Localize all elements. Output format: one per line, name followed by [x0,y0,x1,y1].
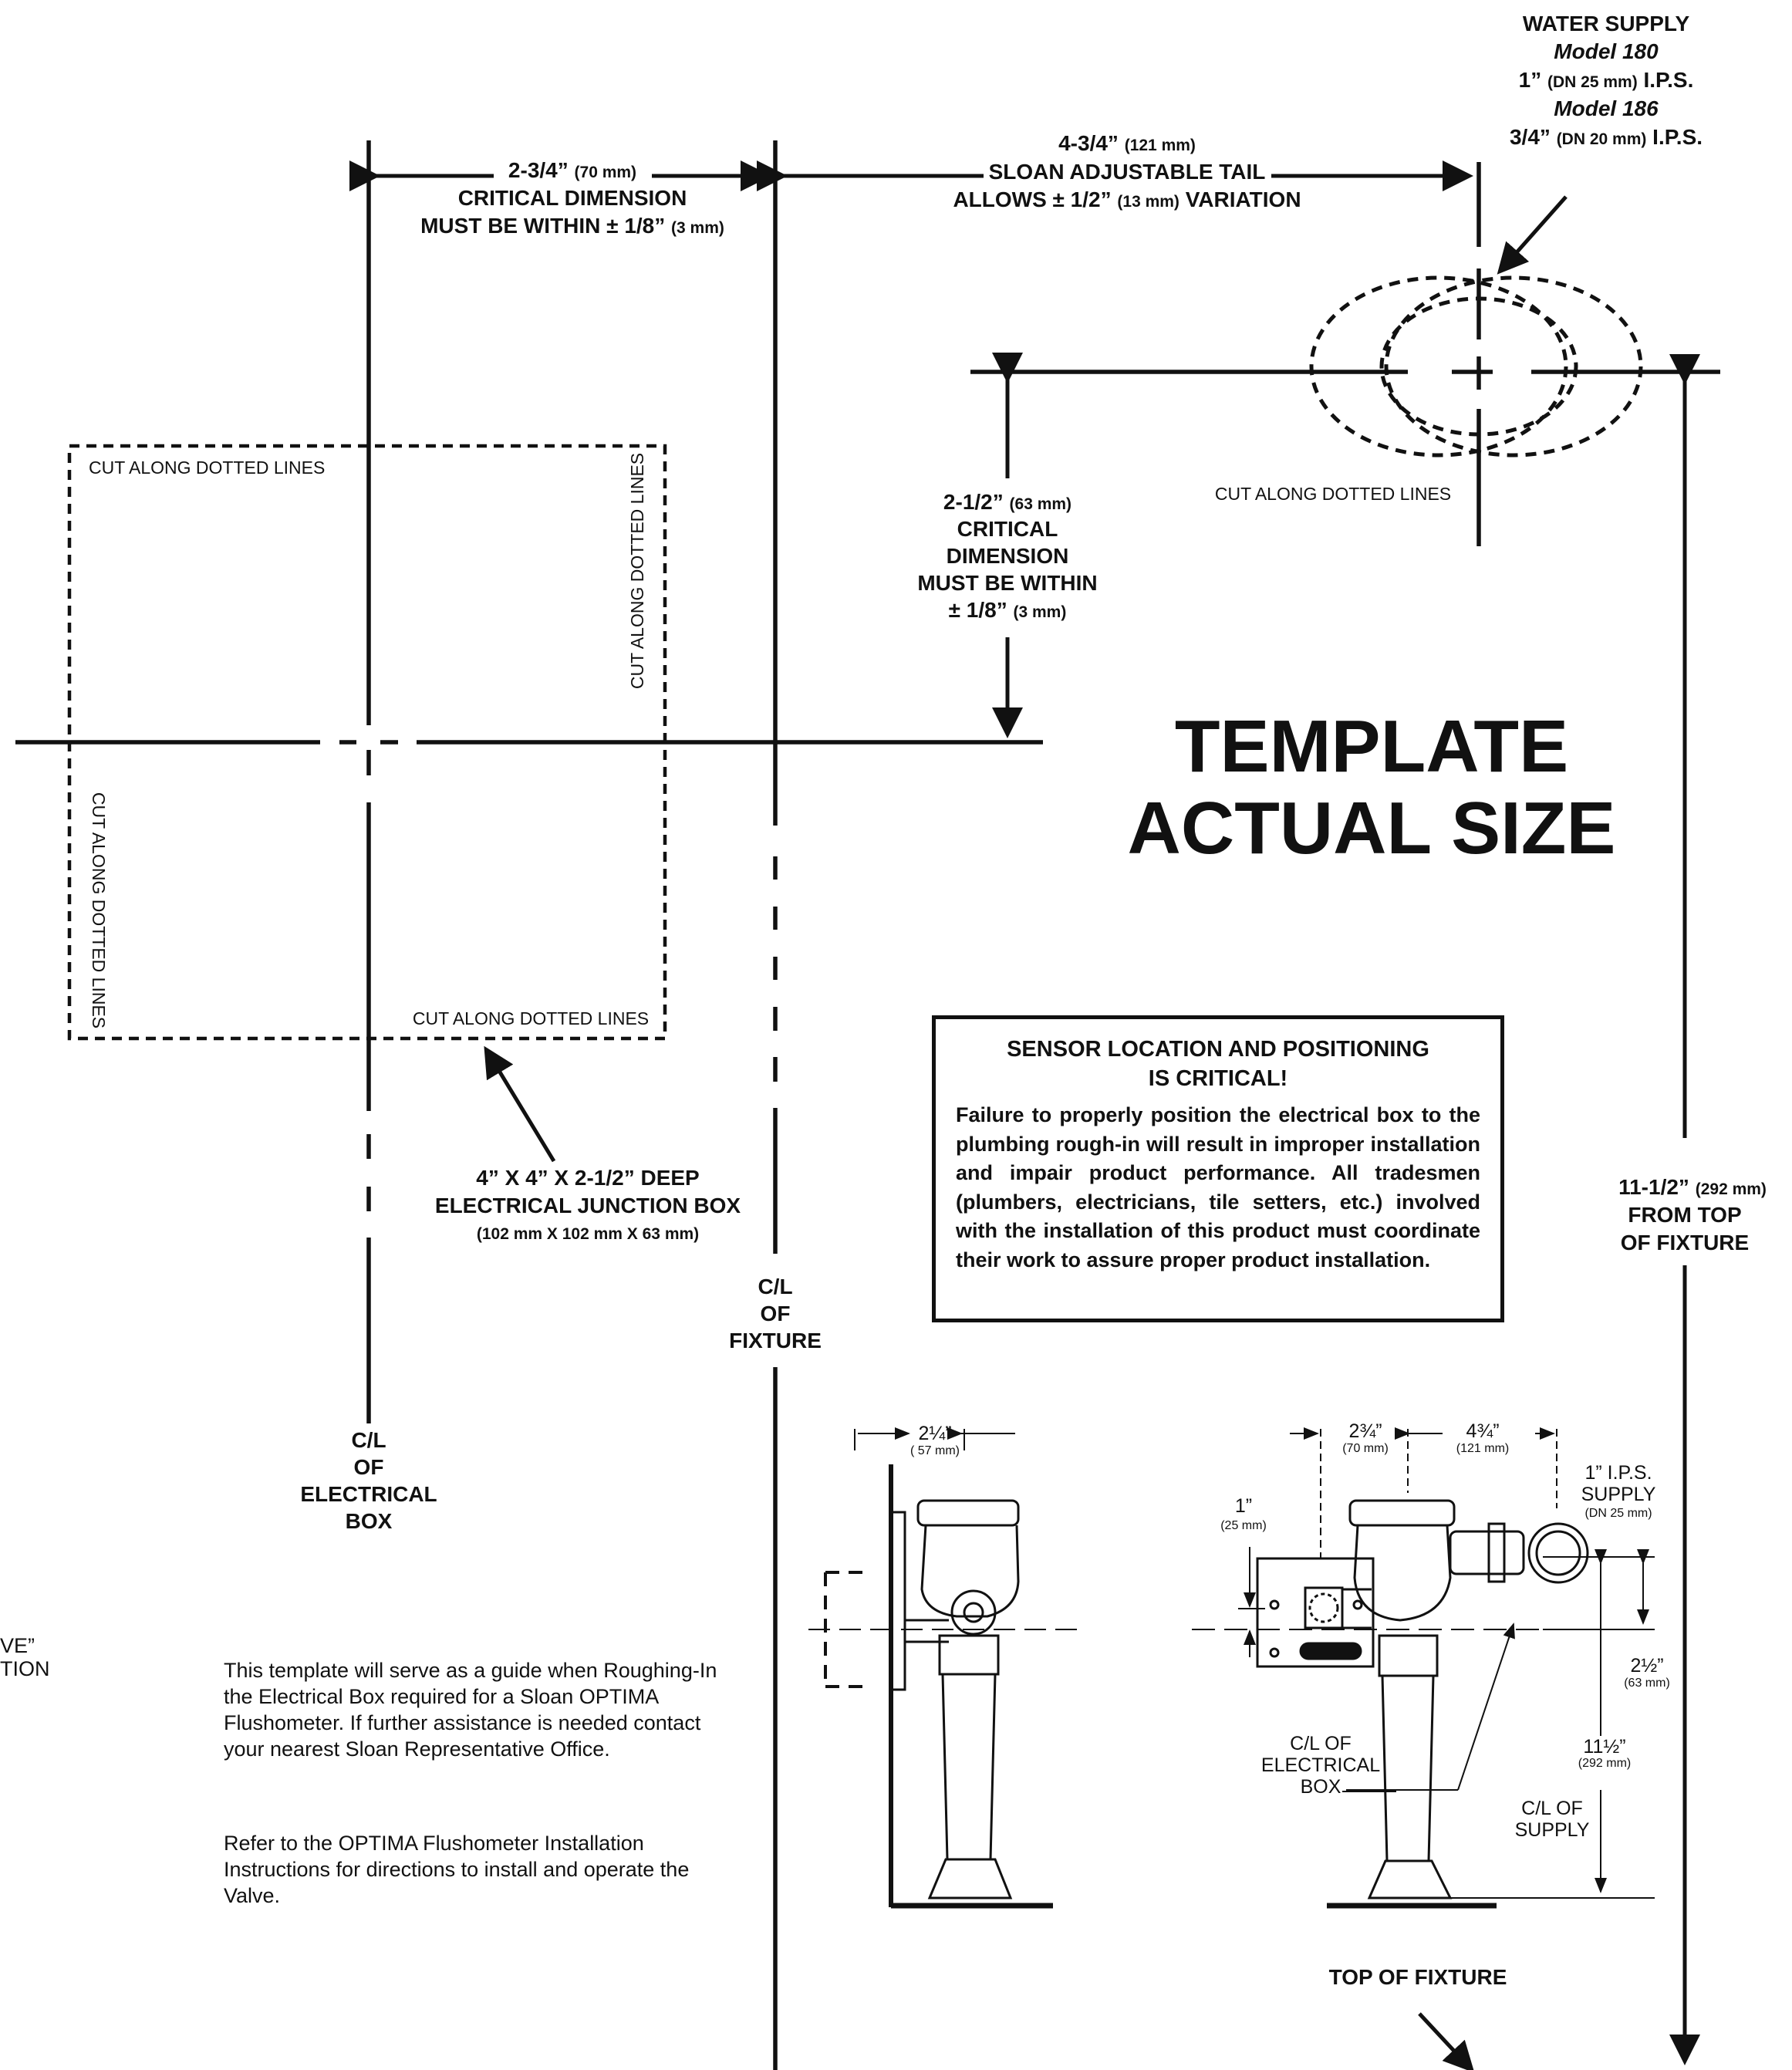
svg-text:OF: OF [761,1302,791,1325]
svg-text:(25 mm): (25 mm) [1220,1519,1267,1532]
svg-text:TEMPLATE: TEMPLATE [1175,705,1568,788]
svg-text:(121 mm): (121 mm) [1456,1442,1509,1455]
junction-box-label: 4” X 4” X 2-1/2” DEEP ELECTRICAL JUNCTIO… [435,1166,741,1243]
front-view-labels: 2¾” (70 mm) 4¾” (121 mm) 1” (25 mm) 1” I… [1220,1420,1670,1841]
svg-text:1”: 1” [1235,1495,1252,1517]
svg-text:CRITICAL: CRITICAL [957,517,1058,541]
svg-text:± 1/8” (3 mm): ± 1/8” (3 mm) [949,598,1067,622]
template-title: TEMPLATE ACTUAL SIZE [1128,705,1616,870]
svg-text:2-1/2” (63 mm): 2-1/2” (63 mm) [943,490,1071,514]
notice-title-line2: IS CRITICAL! [1148,1066,1288,1091]
svg-text:OF FIXTURE: OF FIXTURE [1621,1231,1749,1254]
svg-text:ACTUAL SIZE: ACTUAL SIZE [1128,787,1616,870]
svg-text:(292 mm): (292 mm) [1578,1757,1631,1770]
svg-text:VE”: VE” [0,1634,35,1657]
svg-text:C/L: C/L [351,1428,386,1452]
dim-box-to-fixture-label: 2-3/4” (70 mm) CRITICAL DIMENSION MUST B… [420,158,724,238]
cl-fixture-label: C/L OF FIXTURE [729,1275,822,1352]
svg-text:C/L OF: C/L OF [1521,1798,1583,1819]
instructions-paragraph: Refer to the OPTIMA Flushometer Installa… [224,1832,690,1907]
svg-text:11-1/2” (292 mm): 11-1/2” (292 mm) [1618,1175,1767,1199]
from-top-label: 11-1/2” (292 mm) FROM TOP OF FIXTURE [1618,1175,1767,1254]
water-supply-size-b: 3/4” (DN 20 mm) I.P.S. [1510,125,1703,149]
svg-text:ELECTRICAL JUNCTION BOX: ELECTRICAL JUNCTION BOX [435,1194,741,1217]
notice-title-line1: SENSOR LOCATION AND POSITIONING [1007,1037,1429,1062]
svg-text:2¼”: 2¼” [918,1423,951,1444]
svg-text:FIXTURE: FIXTURE [729,1329,822,1352]
dim-fixture-to-supply-label: 4-3/4” (121 mm) SLOAN ADJUSTABLE TAIL AL… [953,131,1301,211]
water-supply-label: WATER SUPPLY Model 180 1” (DN 25 mm) I.P… [1510,12,1703,149]
svg-text:BOX: BOX [346,1509,393,1533]
svg-text:SUPPLY: SUPPLY [1581,1484,1656,1505]
svg-text:ALLOWS ± 1/2” (13 mm) VARIATIO: ALLOWS ± 1/2” (13 mm) VARIATION [953,187,1301,211]
junction-box-cutout [67,444,667,1041]
cut-label-box-top: CUT ALONG DOTTED LINES [89,458,325,478]
svg-text:BOX: BOX [1301,1776,1341,1798]
notice-body: Failure to properly position the electri… [956,1103,1480,1271]
svg-text:4¾”: 4¾” [1466,1420,1499,1442]
dim-vertical-label: 2-1/2” (63 mm) CRITICAL DIMENSION MUST B… [917,490,1097,622]
svg-text:2¾”: 2¾” [1348,1420,1382,1442]
svg-text:MUST BE WITHIN ± 1/8” (3 mm): MUST BE WITHIN ± 1/8” (3 mm) [420,214,724,238]
svg-text:2-3/4” (70 mm): 2-3/4” (70 mm) [508,158,636,182]
top-of-fixture-pointer-arrow [1418,2012,1475,2070]
svg-text:DIMENSION: DIMENSION [947,544,1069,568]
water-supply-model-b: Model 186 [1554,96,1659,120]
svg-text:CRITICAL DIMENSION: CRITICAL DIMENSION [458,186,687,210]
svg-text:( 57 mm): ( 57 mm) [910,1444,960,1457]
svg-text:FROM TOP: FROM TOP [1628,1203,1741,1227]
svg-text:(102 mm X 102 mm X 63 mm): (102 mm X 102 mm X 63 mm) [477,1225,699,1243]
svg-text:SLOAN ADJUSTABLE TAIL: SLOAN ADJUSTABLE TAIL [989,160,1266,184]
svg-text:4-3/4” (121 mm): 4-3/4” (121 mm) [1058,131,1196,155]
svg-text:1” I.P.S.: 1” I.P.S. [1584,1462,1652,1484]
svg-text:ELECTRICAL: ELECTRICAL [300,1482,437,1506]
cut-label-box-left: CUT ALONG DOTTED LINES [89,792,109,1028]
svg-text:(70 mm): (70 mm) [1342,1442,1389,1455]
cut-label-box-right: CUT ALONG DOTTED LINES [627,453,647,689]
svg-text:2½”: 2½” [1630,1655,1663,1677]
water-supply-model-a: Model 180 [1554,39,1659,63]
supply-pointer-arrow [1497,195,1568,275]
svg-text:MUST BE WITHIN: MUST BE WITHIN [917,571,1097,595]
sensor-critical-notice: SENSOR LOCATION AND POSITIONING IS CRITI… [932,1015,1504,1322]
svg-text:(DN 25 mm): (DN 25 mm) [1584,1507,1652,1520]
side-view-dim-label: 2¼” ( 57 mm) [910,1423,960,1457]
cut-label-supply: CUT ALONG DOTTED LINES [1215,484,1451,504]
water-supply-size-a: 1” (DN 25 mm) I.P.S. [1519,68,1694,92]
guide-paragraph: This template will serve as a guide when… [224,1659,717,1761]
front-view-drawing [1192,1427,1655,1909]
svg-text:C/L: C/L [758,1275,792,1298]
side-view-drawing [808,1427,1080,1909]
svg-text:11½”: 11½” [1583,1736,1625,1758]
svg-text:4” X 4” X 2-1/2” DEEP: 4” X 4” X 2-1/2” DEEP [476,1166,699,1190]
cut-label-box-bottom: CUT ALONG DOTTED LINES [413,1008,649,1028]
supply-cutout-circles [1309,275,1643,458]
water-supply-title: WATER SUPPLY [1523,12,1690,35]
svg-text:SUPPLY: SUPPLY [1515,1819,1590,1841]
svg-text:OF: OF [354,1455,384,1479]
svg-text:ELECTRICAL: ELECTRICAL [1261,1754,1380,1776]
cl-electrical-box-label: C/L OF ELECTRICAL BOX [300,1428,437,1533]
svg-text:(63 mm): (63 mm) [1624,1677,1670,1690]
svg-text:C/L OF: C/L OF [1290,1733,1352,1754]
svg-text:TION: TION [0,1657,50,1680]
junction-box-pointer-arrow [484,1045,556,1163]
top-of-fixture-label: TOP OF FIXTURE [1329,1965,1507,1989]
left-edge-text-fragment: VE” TION [0,1634,50,1680]
